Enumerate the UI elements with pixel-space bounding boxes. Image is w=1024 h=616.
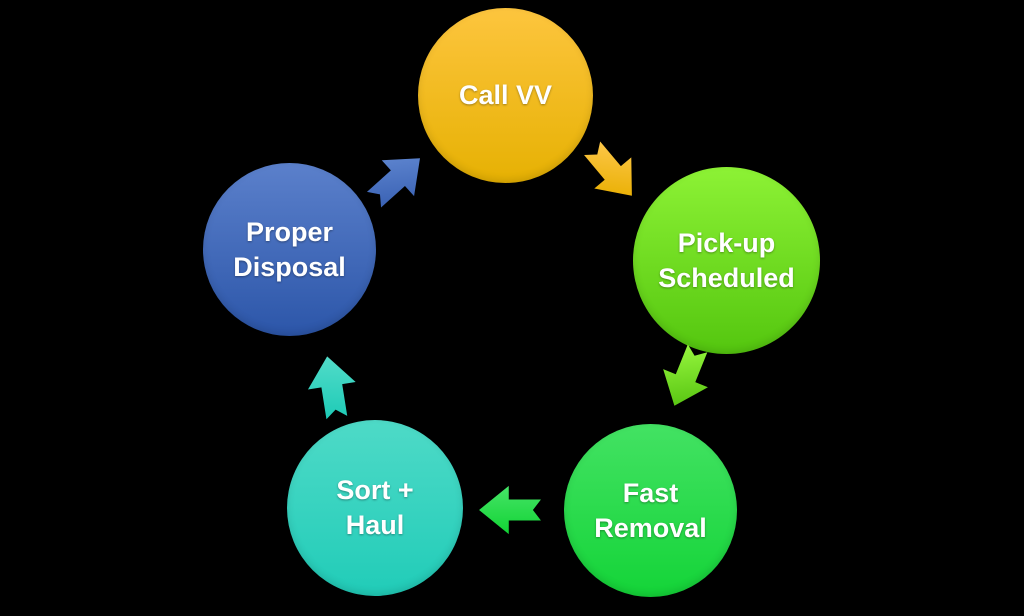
node-pickup-scheduled-label: Pick-up Scheduled bbox=[658, 226, 795, 295]
arrow-call-vv-to-pickup-scheduled bbox=[584, 141, 632, 196]
node-call-vv: Call VV bbox=[418, 8, 593, 183]
arrow-sort-haul-to-proper-disposal bbox=[307, 356, 356, 420]
arrow-pickup-scheduled-to-fast-removal bbox=[663, 344, 708, 406]
arrow-proper-disposal-to-call-vv bbox=[366, 158, 421, 208]
node-proper-disposal-line-2: Disposal bbox=[233, 251, 346, 282]
node-fast-removal-line-1: Fast bbox=[622, 477, 679, 508]
node-fast-removal-label: Fast Removal bbox=[594, 476, 707, 545]
node-sort-haul-line-2: Haul bbox=[345, 510, 405, 540]
node-pickup-scheduled: Pick-up Scheduled bbox=[633, 167, 820, 354]
node-pickup-scheduled-line-2: Scheduled bbox=[658, 262, 795, 293]
node-sort-haul: Sort + Haul bbox=[287, 420, 463, 596]
node-proper-disposal: Proper Disposal bbox=[203, 163, 376, 336]
node-sort-haul-line-1: Sort + bbox=[336, 475, 414, 506]
node-proper-disposal-line-1: Proper bbox=[245, 216, 333, 247]
node-pickup-scheduled-line-1: Pick-up bbox=[677, 227, 776, 258]
arrow-fast-removal-to-sort-haul bbox=[479, 485, 541, 535]
node-proper-disposal-label: Proper Disposal bbox=[233, 215, 346, 284]
node-fast-removal: Fast Removal bbox=[564, 424, 737, 597]
node-fast-removal-line-2: Removal bbox=[594, 512, 707, 543]
node-call-vv-label: Call VV bbox=[459, 78, 552, 113]
node-sort-haul-label: Sort + Haul bbox=[336, 473, 413, 542]
node-call-vv-line-1: Call VV bbox=[458, 80, 553, 111]
